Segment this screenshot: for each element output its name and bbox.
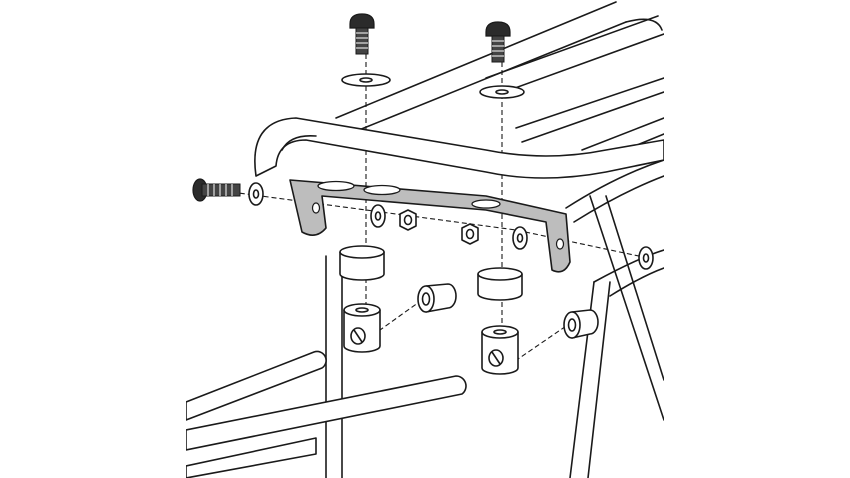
side-washer-left <box>248 182 264 206</box>
bushing-right <box>563 309 599 339</box>
cross-clamp-left <box>343 303 381 353</box>
exploded-assembly-drawing <box>186 0 664 478</box>
lower-tube-left <box>186 350 467 478</box>
side-washer-mid <box>370 204 386 228</box>
side-bolt <box>192 178 241 202</box>
hex-nut-left <box>399 209 417 231</box>
rack-front-loop <box>254 117 664 179</box>
top-bolt-left <box>349 13 375 55</box>
cross-clamp-right <box>481 325 519 375</box>
side-washer-right <box>512 226 528 250</box>
mounting-bracket <box>289 179 571 273</box>
top-washer-right <box>479 85 525 99</box>
hex-nut-right <box>461 223 479 245</box>
spacer-left <box>339 245 385 281</box>
rack-frame <box>325 1 664 478</box>
top-bolt-right <box>485 21 511 63</box>
side-washer-far-right <box>638 246 654 270</box>
spacer-right <box>477 267 523 301</box>
bushing-left <box>417 283 457 313</box>
top-washer-left <box>341 73 391 87</box>
